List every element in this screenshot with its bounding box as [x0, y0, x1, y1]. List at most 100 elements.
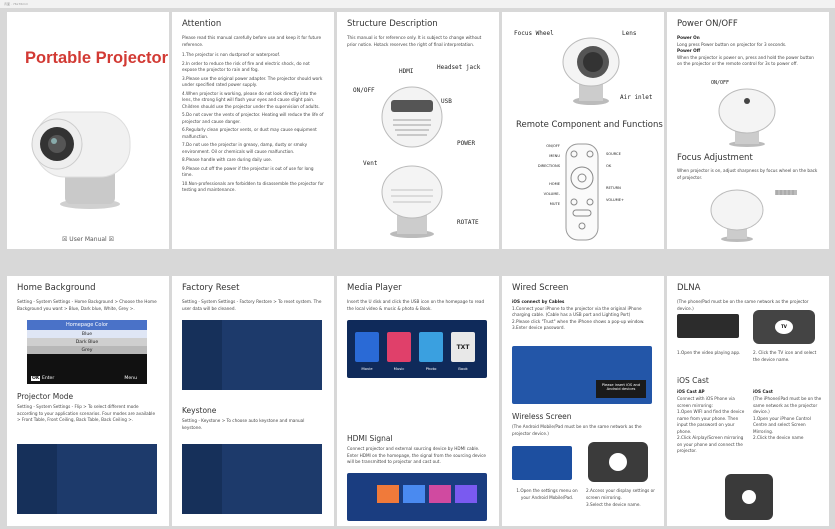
wired-panel: Wired Screen iOS connect by Cables 1.Con…	[502, 276, 664, 526]
power-panel: Power ON/OFF Power On Long press Power b…	[667, 12, 829, 249]
media-panel: Media Player Insert the U disk and click…	[337, 276, 499, 526]
wired-note: Please insert iOS and Android devices	[596, 380, 646, 398]
option-blue[interactable]: Blue	[27, 330, 147, 338]
dlna-tv-screen: TV	[753, 310, 815, 344]
remote-label-left: MUTE	[549, 202, 560, 206]
projector-top-image	[718, 88, 776, 147]
dlna-step1: 1.Open the video playing app.	[677, 350, 741, 355]
keystone-text: Setting - Keystone > To choose auto keys…	[182, 418, 305, 430]
wireless-step2: 2.Access your display settings or screen…	[586, 488, 655, 500]
wireless-text: (The Android Mobile/Pad must be on the s…	[512, 424, 642, 436]
ok-key: OK	[31, 376, 41, 381]
hdmi-text: Connect projector and external sourcing …	[347, 446, 486, 464]
ios-cast-heading: iOS Cast	[753, 389, 773, 394]
dlna-step2: 2. Click the TV icon and select the devi…	[753, 350, 817, 362]
dlna-text: (The phone/Pad must be on the same netwo…	[677, 299, 809, 311]
attention-item: 5.Do not cover the vents of projector. H…	[182, 112, 324, 124]
android-mirror-screen	[588, 442, 648, 482]
wireless-step3: 3.Select the device name.	[586, 502, 641, 507]
movie-tile[interactable]	[355, 332, 379, 362]
attention-item: 8.Please handle with care during daily u…	[182, 157, 273, 162]
ios-ap-heading: iOS Cast AP	[677, 389, 705, 394]
label-headset: Headset jack	[437, 64, 481, 71]
structure-panel: Structure Description This manual is for…	[337, 12, 499, 249]
wired-title: Wired Screen	[512, 283, 569, 293]
label-onoff: ON/OFF	[353, 87, 375, 94]
remote-label-left: DIRECTIONS	[537, 164, 560, 168]
attention-item: 7.Do not use the projector in greasy, da…	[182, 142, 308, 154]
media-text: Insert the U disk and click the USB icon…	[347, 299, 485, 311]
home-bg-text: Setting - System Settings - Home Backgro…	[17, 299, 157, 311]
remote-label-right: RETURN	[606, 186, 621, 190]
projector-image	[31, 111, 131, 209]
dlna-title: DLNA	[677, 283, 701, 293]
remote-label-left: VOLUME-	[543, 192, 560, 196]
power-on-heading: Power On	[677, 35, 700, 40]
label-rotate: ROTATE	[457, 219, 479, 226]
cover-panel: Portable Projector ☒ User Manual ☒	[7, 12, 169, 249]
attention-list: 1.The projector is non dustproof or wate…	[182, 52, 324, 194]
hdmi-title: HDMI Signal	[347, 434, 393, 443]
attention-item: 3.Please use the original power adapter.…	[182, 75, 323, 88]
home-bg-title: Home Background	[17, 283, 96, 293]
remote-label-right: VOLUME+	[606, 198, 625, 202]
option-grey[interactable]: Grey	[27, 346, 147, 354]
power-off-text: When the projector is power on, press an…	[677, 54, 814, 67]
projector-rotate-image	[381, 165, 443, 238]
projector-back-image	[381, 86, 443, 148]
ios-cast-text: (The iPhone/iPad must be on the same net…	[753, 396, 822, 440]
attention-item: 6.Regularly clean projector vents, or du…	[182, 127, 317, 139]
label-lens: Lens	[622, 30, 637, 37]
wireless-step1: 1.Open the settings menu on your Android…	[516, 488, 578, 500]
factory-panel: Factory Reset Setting - System Settings …	[172, 276, 334, 526]
attention-intro: Please read this manual carefully before…	[182, 35, 322, 47]
structure-title: Structure Description	[347, 19, 438, 29]
power-on-text: Long press Power button on projector for…	[677, 41, 787, 47]
attention-panel: Attention Please read this manual carefu…	[172, 12, 334, 249]
remote-control-image	[565, 143, 599, 241]
projector-side-image	[562, 37, 620, 105]
ios-title: iOS Cast	[677, 376, 709, 385]
attention-item: 10.Non-professionals are forbidden to di…	[182, 180, 324, 193]
label-hdmi: HDMI	[399, 68, 414, 75]
factory-text: Setting - System Settings - Factory Rest…	[182, 299, 322, 311]
dlna-video-screen	[677, 314, 739, 338]
movie-label: Movie	[361, 366, 373, 371]
remote-label-right: SOURCE	[606, 152, 621, 156]
remote-label-left: HOME	[549, 182, 560, 186]
attention-item: 2.In order to reduce the risk of fire an…	[182, 60, 310, 73]
ios-control-centre	[725, 474, 773, 520]
structure-intro: This manual is for reference only. It is…	[347, 35, 482, 47]
menu-label: Menu	[124, 376, 137, 381]
attention-item: 1.The projector is non dustproof or wate…	[182, 52, 280, 57]
photo-tile[interactable]	[419, 332, 443, 362]
cover-manual-label: ☒ User Manual ☒	[62, 236, 114, 243]
home-background-panel: Home Background Setting - System Setting…	[7, 276, 169, 526]
lens-panel: Focus Wheel Lens Air inlet Remote Compon…	[502, 12, 664, 249]
wired-sub: iOS connect by Cables	[512, 299, 565, 304]
keystone-settings-screen	[182, 444, 322, 514]
media-screen: TXT Movie Music Photo Book	[347, 320, 487, 378]
music-label: Music	[393, 366, 405, 371]
attention-title: Attention	[182, 19, 222, 29]
focus-title: Focus Adjustment	[677, 153, 753, 163]
dlna-panel: DLNA (The phone/Pad must be on the same …	[667, 276, 829, 526]
remote-title: Remote Component and Functions	[516, 120, 663, 130]
attention-item: 4.When projector is working, please do n…	[182, 90, 320, 109]
music-tile[interactable]	[387, 332, 411, 362]
wired-screen: Please insert iOS and Android devices	[512, 346, 652, 404]
book-tile[interactable]: TXT	[451, 332, 475, 362]
label-vent: Vent	[363, 160, 378, 167]
book-label: Book	[458, 366, 468, 371]
mode-title: Projector Mode	[17, 392, 74, 401]
option-dark-blue[interactable]: Dark Blue	[27, 338, 147, 346]
power-title: Power ON/OFF	[677, 19, 738, 29]
page-header: 背面 · 76x76mm	[0, 0, 835, 8]
remote-label-left: MENU	[549, 154, 560, 158]
tv-icon[interactable]: TV	[775, 320, 793, 334]
projector-focus-image	[710, 189, 797, 242]
hdmi-home-screen	[347, 473, 487, 521]
power-onoff-label: ON/OFF	[711, 80, 730, 86]
